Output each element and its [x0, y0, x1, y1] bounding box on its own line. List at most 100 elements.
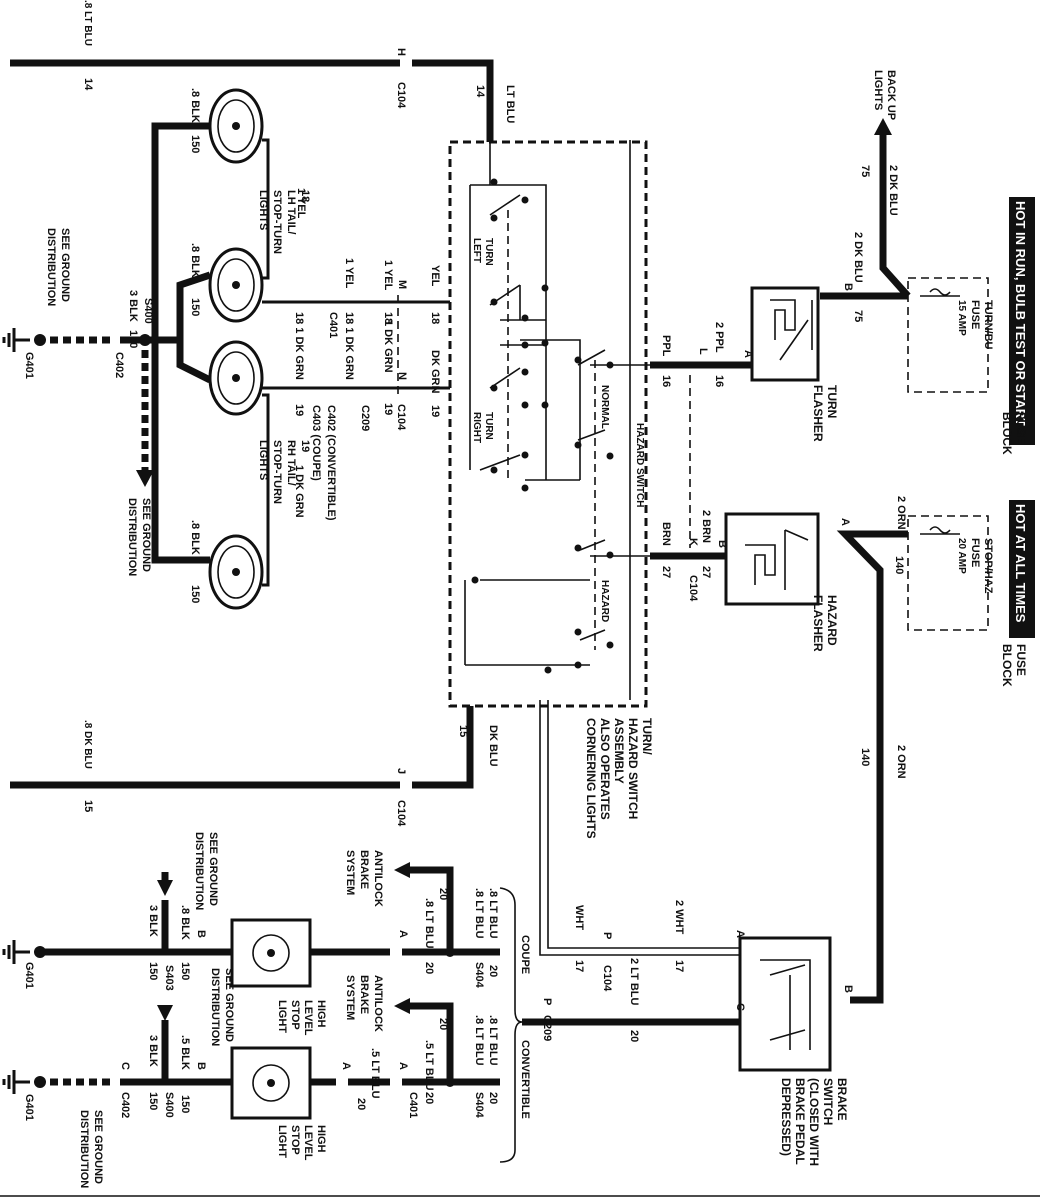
blk150-a: 150: [189, 135, 201, 153]
backup-label1: BACK UP: [885, 70, 897, 120]
s400-label: S400: [142, 298, 154, 324]
coupe-lt8-b: .8 LT BLU: [473, 888, 485, 939]
wire-20-bracket-link: [450, 948, 500, 1086]
conv-blk3: 3 BLK: [147, 1035, 159, 1067]
yel-18: 18: [429, 312, 441, 324]
conv-lt5-a: .5 LT BLU: [423, 1040, 435, 1091]
fuse-turn-name2: FUSE: [969, 300, 981, 329]
dkgrn-19b: 19: [382, 403, 394, 415]
turn-left-1: TURN: [483, 238, 494, 266]
dkgrn-19: 19: [429, 405, 441, 417]
wire-15-b: 15: [82, 800, 94, 812]
banner-hot-all-text: HOT AT ALL TIMES: [1013, 504, 1028, 623]
c104-label-14: C104: [395, 82, 407, 109]
wire-140-b: 140: [893, 556, 905, 574]
antilock-b2: BRAKE: [358, 975, 370, 1014]
brake-switch-box: [738, 936, 832, 1072]
brake-l2: SWITCH: [821, 1078, 835, 1125]
see-ground-e1: SEE GROUND: [92, 1110, 104, 1184]
wire-27-d: 27: [700, 566, 712, 578]
wire-16-pin: L: [697, 348, 709, 355]
hazard-label: HAZARD: [599, 580, 610, 622]
see-ground-b1: SEE GROUND: [140, 498, 152, 572]
lh-yel1: 1 YEL: [295, 188, 307, 219]
wire-14-a: .8 LT BLU: [82, 0, 93, 46]
ground-arrow-down-icon: [136, 470, 154, 487]
wire-20-b: 20: [628, 1030, 640, 1042]
s404-a: S404: [473, 962, 485, 989]
wire-15-c: DK BLU: [487, 725, 499, 767]
lamp-lh-2: [208, 247, 264, 323]
antilock-a3: SYSTEM: [344, 850, 356, 895]
wire-75-c: 2 DK BLU: [852, 232, 864, 283]
wire-15-a: .8 DK BLU: [82, 720, 93, 769]
dkgrn181-label: 18 1 DK GRN: [293, 312, 305, 380]
coupe-bracket: [499, 887, 523, 1163]
ground-arrow-coupe-icon: [157, 880, 173, 896]
wire-140-c: 2 ORN: [895, 745, 907, 779]
ground-symbol-bottom: [2, 1070, 30, 1094]
see-ground-d1: SEE GROUND: [223, 968, 235, 1042]
dkgrn-label: DK GRN: [429, 350, 441, 393]
coupe-pin-a: A: [397, 930, 409, 938]
c104-label-mn: C104: [395, 404, 407, 431]
antilock-a2: BRAKE: [358, 850, 370, 889]
see-ground-a2: DISTRIBUTION: [45, 228, 57, 306]
conv-lt8-b: .8 LT BLU: [473, 1015, 485, 1066]
switch-title-1: TURN/: [640, 718, 654, 755]
coupe-blk150b: 150: [147, 962, 159, 980]
fuse-turn-block2: BLOCK: [1000, 412, 1014, 455]
wire-27-b: 27: [660, 566, 672, 578]
banner-hot-run: HOT IN RUN, BULB TEST OR START: [1009, 197, 1035, 445]
s404-b: S404: [473, 1092, 485, 1119]
conv-pin-c: C: [119, 1062, 131, 1070]
hl-coupe-antilock: [408, 866, 454, 952]
banner-hot-all: HOT AT ALL TIMES: [1009, 500, 1035, 638]
conv-blk5: .5 BLK: [179, 1035, 191, 1070]
ground-symbol-top: [2, 328, 30, 352]
see-ground-e2: DISTRIBUTION: [78, 1110, 90, 1188]
brake-l4: BRAKE PEDAL: [793, 1078, 807, 1165]
ground-symbol-mid: [2, 940, 30, 964]
wire-17-pin: P: [601, 932, 613, 939]
conv-20-a: 20: [487, 1092, 499, 1104]
backup-label2: LIGHTS: [872, 70, 884, 110]
wire-14: [10, 59, 494, 142]
wire-75-d: 75: [852, 310, 864, 322]
ground-arrow-conv-icon: [157, 1005, 173, 1021]
dkgrn-n: N: [396, 372, 408, 380]
wire-20-pin: P: [541, 998, 553, 1005]
conv-blk150: 150: [179, 1095, 191, 1113]
fuse-turn-block1: FUSE: [1014, 412, 1028, 444]
hl-coupe-ground: [40, 900, 232, 956]
rh-19: 19: [299, 440, 311, 452]
fuse-turn-labels: TURN/BU FUSE 15 AMP FUSE BLOCK: [956, 300, 1028, 455]
coupe-blk3: 3 BLK: [147, 905, 159, 937]
see-ground-d2: DISTRIBUTION: [209, 968, 221, 1046]
blk150-c: 150: [189, 585, 201, 603]
wire-140-a: 2 ORN: [895, 496, 907, 530]
g401-top: G401: [23, 352, 35, 379]
wire-17-a: WHT: [573, 905, 585, 930]
yel-18b: 18: [382, 312, 394, 324]
wire-15-d: 15: [457, 725, 469, 737]
blk8-b: .8 BLK: [189, 243, 201, 278]
conv-blk150b: 150: [147, 1092, 159, 1110]
dkgrn-1: 1 DK GRN: [382, 320, 394, 373]
see-ground-c2: DISTRIBUTION: [193, 832, 205, 910]
wire-15-pin: J: [395, 768, 407, 774]
see-ground-c1: SEE GROUND: [207, 832, 219, 906]
hl-coupe-4: LIGHT: [276, 1000, 288, 1033]
wire-140: [836, 530, 908, 1004]
conv-pin-a2: A: [340, 1062, 352, 1070]
antilock-a1: ANTILOCK: [372, 850, 384, 907]
lh-18: 18: [299, 190, 311, 202]
hazard-flasher-name2: FLASHER: [811, 595, 825, 652]
turn-flasher-pin-a: A: [742, 350, 754, 358]
coupe-label: COUPE: [519, 935, 531, 974]
yel181-label: 18 1 DK GRN: [343, 312, 355, 380]
fuse-block-turn: [907, 277, 989, 393]
backup-arrow-icon: [874, 118, 892, 135]
wire-14-d: 14: [474, 85, 486, 98]
hl-conv-4: LIGHT: [276, 1125, 288, 1158]
